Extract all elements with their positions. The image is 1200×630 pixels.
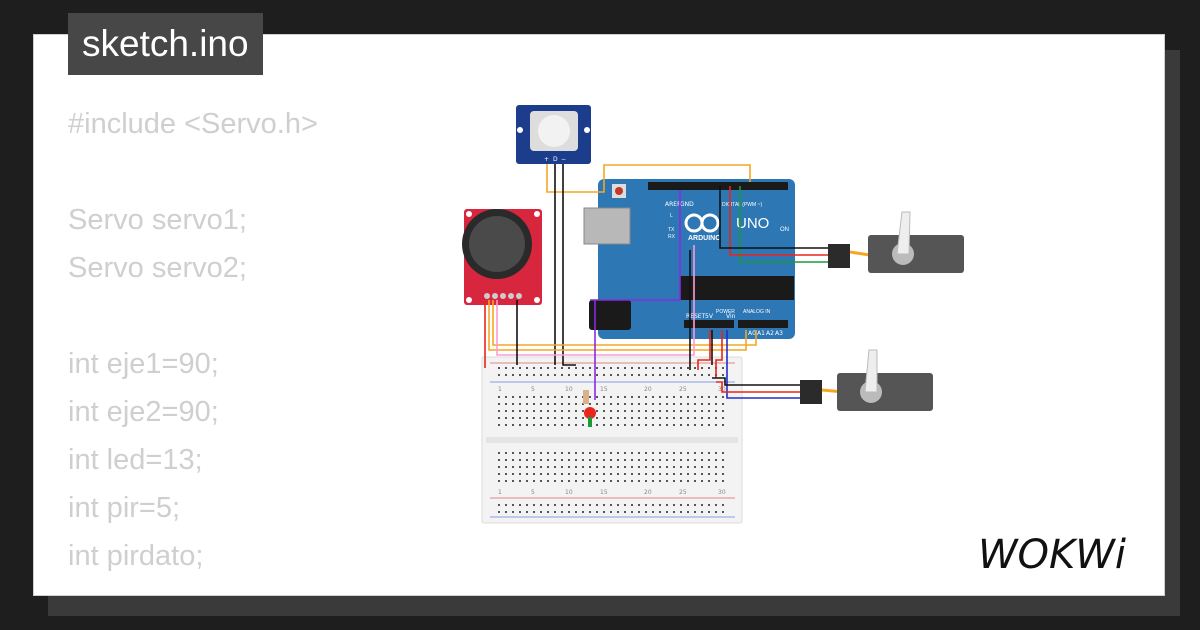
power-header-label: POWER [716, 309, 735, 315]
servo-motor [800, 349, 933, 411]
analog-pin-label: A0 [748, 330, 756, 337]
wokwi-logo-text: WOKWi [978, 532, 1126, 578]
breadboard-col-number: 25 [679, 489, 687, 496]
breadboard-col-number: 15 [600, 489, 608, 496]
gnd-pin-label: GND [680, 201, 694, 208]
code-line: Servo servo1; [68, 204, 247, 236]
led-indicator [583, 390, 596, 427]
breadboard-col-number: 25 [679, 386, 687, 393]
analog-pin-label: A1 [757, 330, 765, 337]
breadboard-col-number: 10 [565, 489, 573, 496]
breadboard-col-number: 5 [531, 489, 535, 496]
breadboard: 1 5 10 15 20 25 30 1 5 10 15 20 25 30 [481, 356, 743, 524]
code-line: Servo servo2; [68, 252, 247, 284]
led-l-label: L [670, 213, 673, 219]
wires [484, 164, 835, 400]
circuit-diagram: 1 5 10 15 20 25 30 1 5 10 15 20 25 30 UN… [462, 105, 964, 524]
arduino-on-label: ON [780, 227, 789, 233]
breadboard-col-number: 20 [644, 386, 652, 393]
servo-motor [828, 211, 964, 273]
code-snippet: #include <Servo.h> Servo servo1; Servo s… [68, 100, 318, 580]
arduino-brand-label: ARDUINO [688, 235, 721, 242]
power-pin-label: Vin [726, 313, 736, 320]
code-line: #include <Servo.h> [68, 108, 318, 140]
breadboard-col-number: 10 [565, 386, 573, 393]
led-rx-label: RX [668, 234, 676, 240]
code-line: int led=13; [68, 444, 203, 476]
breadboard-col-number: 5 [531, 386, 535, 393]
code-line [68, 292, 318, 340]
pir-pin-label: − [561, 156, 566, 163]
breadboard-col-number: 1 [498, 489, 502, 496]
file-tab[interactable]: sketch.ino [68, 13, 263, 75]
arduino-model-label: UNO [736, 215, 769, 232]
digital-header-label: DIGITAL (PWM ~) [722, 202, 762, 208]
joystick-module [462, 209, 542, 305]
code-line: int eje2=90; [68, 396, 219, 428]
breadboard-col-number: 20 [644, 489, 652, 496]
analog-pin-label: A3 [775, 330, 783, 337]
code-line: int pirdato; [68, 540, 204, 572]
pir-pin-label: D [553, 156, 558, 163]
arduino-uno-board: UNO ARDUINO ON DIGITAL (PWM ~) ANALOG IN… [583, 179, 795, 339]
power-pin-label: RESET [686, 313, 706, 320]
aref-pin-label: AREF [665, 201, 681, 208]
analog-header-label: ANALOG IN [743, 309, 771, 315]
breadboard-col-number: 15 [600, 386, 608, 393]
breadboard-col-number: 1 [498, 386, 502, 393]
code-line: int pir=5; [68, 492, 181, 524]
code-line: int eje1=90; [68, 348, 219, 380]
pir-pin-label: + [544, 156, 549, 163]
wokwi-logo: WOKWi [978, 532, 1126, 578]
power-pin-label: 5V [705, 313, 714, 320]
analog-pin-label: A2 [766, 330, 774, 337]
breadboard-col-number: 30 [718, 489, 726, 496]
led-tx-label: TX [668, 227, 675, 233]
code-line [68, 148, 318, 196]
pir-sensor: + D − [516, 105, 591, 164]
